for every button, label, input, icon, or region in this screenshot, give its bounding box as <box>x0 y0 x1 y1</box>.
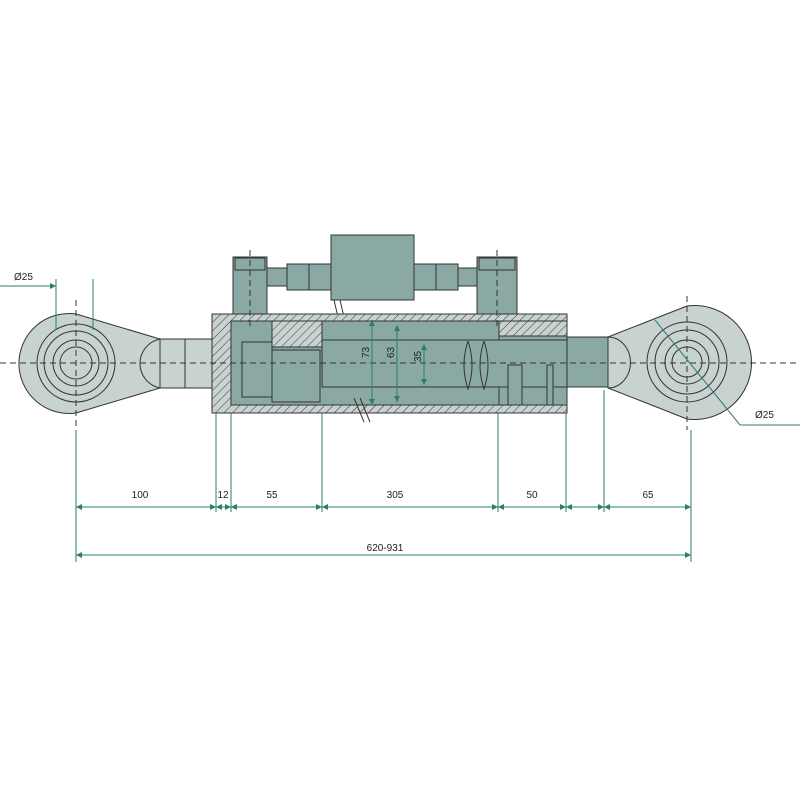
valve-assembly <box>232 234 518 335</box>
center-lines <box>0 250 800 430</box>
dim-eye-length: 100 <box>132 490 149 501</box>
dimension-lines <box>75 390 692 562</box>
dim-end-cap: 12 <box>217 490 229 501</box>
dim-piston: 55 <box>266 490 278 501</box>
right-pin-diameter: Ø25 <box>755 410 774 421</box>
dim-stroke: 305 <box>387 490 404 501</box>
dim-rod-eye: 65 <box>642 490 654 501</box>
cylinder-body <box>211 313 609 423</box>
rod-diameter: 35 <box>413 350 424 362</box>
dim-overall-length: 620-931 <box>367 543 404 554</box>
left-pin-diameter: Ø25 <box>14 272 33 283</box>
bore-diameter: 63 <box>386 346 397 358</box>
dim-gland: 50 <box>526 490 538 501</box>
diameter-callouts <box>0 279 800 426</box>
outer-diameter: 73 <box>361 346 372 358</box>
